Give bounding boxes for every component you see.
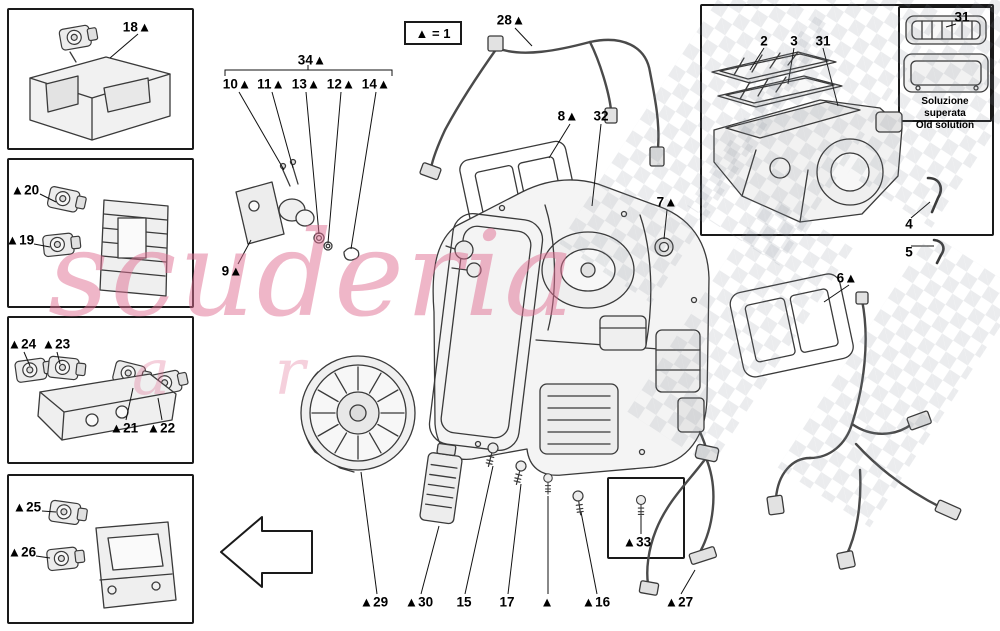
callout-13: 13▲ [291, 76, 321, 92]
part-9-valve-drawing [235, 158, 315, 245]
main-unit-drawing [428, 179, 710, 476]
callout-19: ▲19 [5, 232, 35, 248]
clip-5-drawing [932, 238, 945, 265]
callout-5: 5 [905, 244, 913, 260]
callout-23: ▲23 [41, 336, 71, 352]
callout-24: ▲24 [7, 336, 37, 352]
callout-32: 32 [593, 108, 609, 124]
harness-27-connectors [638, 291, 962, 596]
direction-arrow-icon [220, 516, 313, 588]
callout-18: 18▲ [122, 19, 152, 35]
callout-27: ▲27 [664, 594, 694, 610]
module-30-drawing [419, 442, 463, 525]
clip-4-drawing [926, 176, 942, 214]
callout-14: 14▲ [361, 76, 391, 92]
callout-31-old-solution: 31 [954, 9, 970, 25]
callout-triangle: ▲ [540, 594, 554, 610]
callout-33: ▲33 [622, 534, 652, 550]
callout-9: 9▲ [221, 263, 243, 279]
callout-6: 6▲ [836, 270, 858, 286]
callout-10: 10▲ [222, 76, 252, 92]
harness-28-drawing [429, 38, 660, 170]
harness-28-connectors [419, 35, 665, 181]
callout-4: 4 [905, 216, 913, 232]
callout-28: 28▲ [496, 12, 526, 28]
part-23-drawing [46, 355, 88, 382]
gasket-6-drawing [729, 273, 854, 378]
unit-assembly-31-drawing [713, 99, 903, 223]
callout-21: ▲21 [109, 420, 139, 436]
callout-3: 3 [790, 33, 798, 49]
screw-33-drawing [635, 494, 647, 518]
screw-17-drawing [510, 459, 528, 487]
old-solution-line-english: Old solution [915, 120, 975, 131]
box2-bracket-drawing [99, 199, 169, 297]
callout-30: ▲30 [404, 594, 434, 610]
callout-11: 11▲ [257, 76, 285, 92]
callout-17: 17 [499, 594, 515, 610]
filter-3-drawing [717, 75, 843, 108]
inset-box-part-33 [607, 477, 685, 559]
callout-31: 31 [815, 33, 831, 49]
callout-8: 8▲ [557, 108, 579, 124]
old-filter-drawing [903, 15, 989, 93]
callout-34: 34▲ [297, 52, 327, 68]
callout-22: ▲22 [146, 420, 176, 436]
filter-2-drawing [711, 51, 837, 84]
callout-26: ▲26 [7, 544, 37, 560]
part-19-drawing [41, 231, 83, 258]
callout-7: 7▲ [656, 194, 678, 210]
box4-bracket-drawing [95, 521, 177, 609]
callout-20: ▲20 [10, 182, 40, 198]
part-18-drawing [29, 22, 171, 141]
callout-16: ▲16 [581, 594, 611, 610]
callout-2: 2 [760, 33, 768, 49]
box3-housing-drawing [37, 373, 177, 441]
grommet-7-drawing [654, 237, 674, 257]
legend-label: ▲ = 1 [415, 25, 451, 41]
legend-box: ▲ = 1 [404, 21, 462, 45]
blower-29-drawing [300, 355, 416, 473]
old-solution-line-italian: Soluzione superata [921, 96, 969, 119]
callout-29: ▲29 [359, 594, 389, 610]
callout-25: ▲25 [12, 499, 42, 515]
part-26-drawing [45, 545, 87, 572]
orings-12-13-drawing [313, 232, 333, 251]
old-solution-caption: Soluzione superata Old solution [900, 96, 990, 132]
harness-27-drawing [646, 298, 944, 586]
leader-lines [23, 23, 957, 595]
valve-16-drawing [571, 489, 587, 517]
part-25-drawing [47, 499, 89, 527]
callout-12: 12▲ [326, 76, 356, 92]
screw-triangle-drawing [543, 473, 553, 495]
callout-15: 15 [456, 594, 472, 610]
clip-14-drawing [343, 247, 360, 261]
